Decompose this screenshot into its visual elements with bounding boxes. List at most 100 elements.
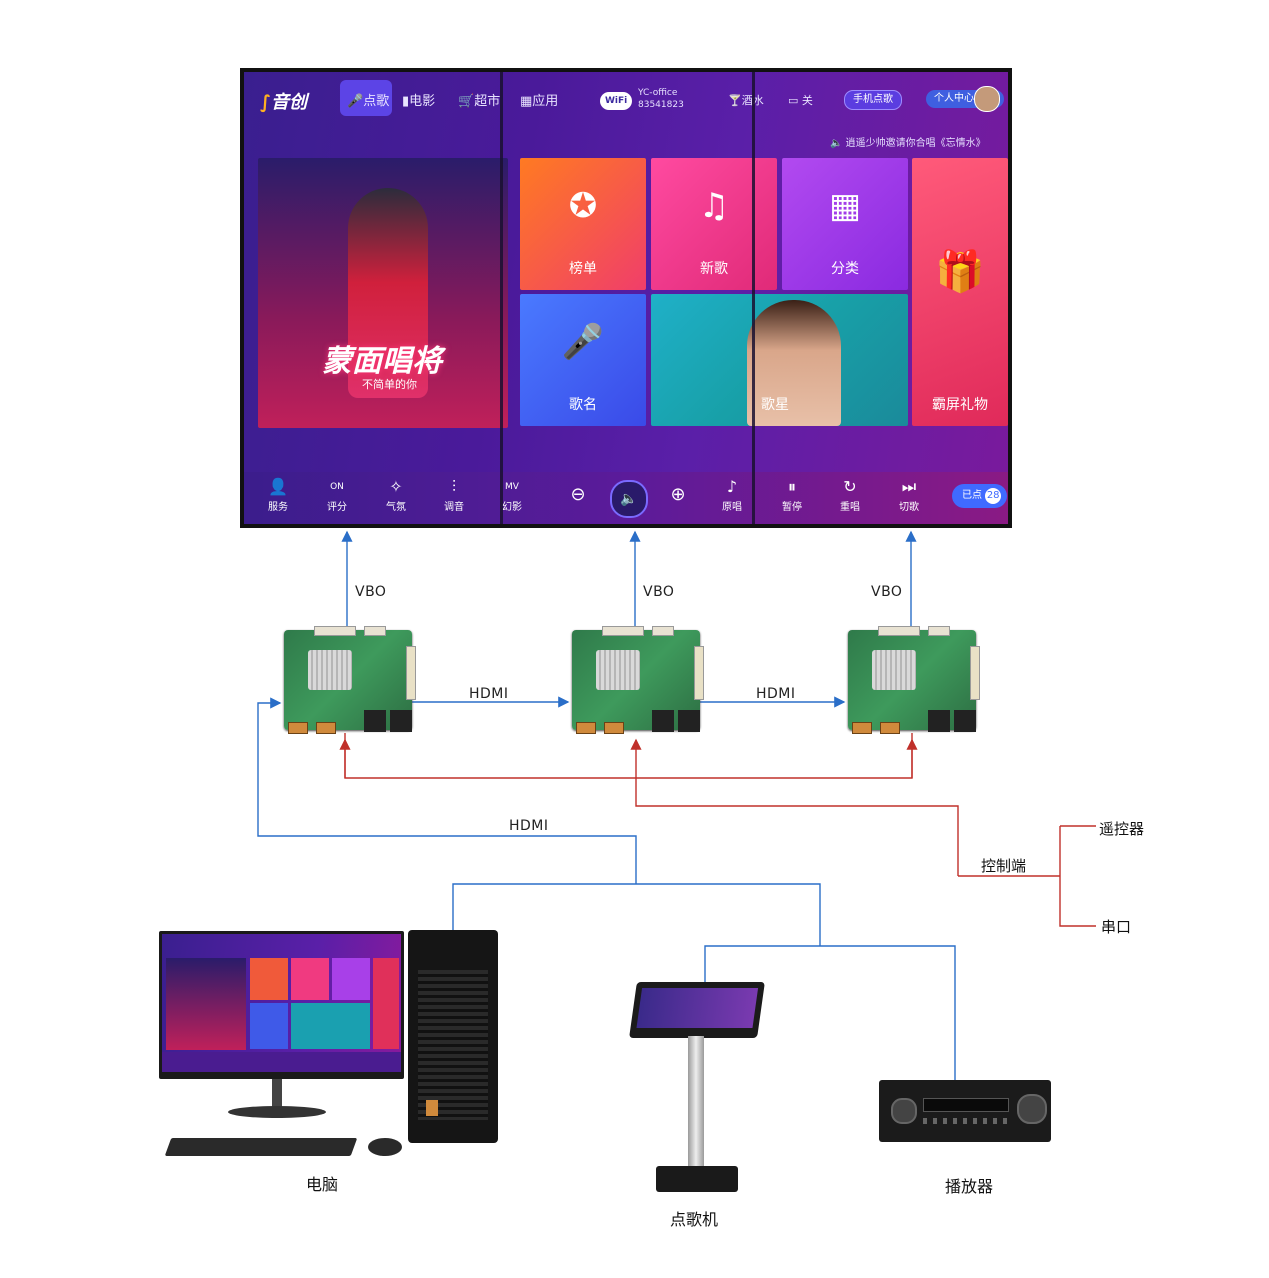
mouse xyxy=(368,1138,402,1156)
tile-gift[interactable]: 🎁 霸屏礼物 xyxy=(912,158,1008,426)
heatsink xyxy=(308,650,352,690)
original-vocal-button[interactable]: ♪原唱 xyxy=(710,476,754,513)
board-connector xyxy=(406,646,416,700)
tile-label: 霸屏礼物 xyxy=(932,397,988,413)
monitor-tile xyxy=(250,1003,288,1049)
board-connector xyxy=(928,626,950,636)
kiosk-base xyxy=(656,1166,738,1192)
singer-portrait xyxy=(747,300,841,426)
off-button[interactable]: ▭ 关 xyxy=(788,94,813,107)
av-receiver xyxy=(879,1080,1051,1142)
karaoke-ui: ∫音创 🎤点歌 ▮电影 🛒超市 ▦应用 WiFi YC-office 83541… xyxy=(244,72,1008,524)
hdmi-port xyxy=(576,722,596,734)
skip-button[interactable]: ⏭切歌 xyxy=(887,476,931,513)
control-line xyxy=(630,738,959,876)
board-connector xyxy=(694,646,704,700)
top-bar: ∫音创 🎤点歌 ▮电影 🛒超市 ▦应用 WiFi YC-office 83541… xyxy=(244,72,1008,149)
mv-icon: MV xyxy=(505,482,519,492)
trophy-icon: ✪ xyxy=(568,186,598,226)
board-connector xyxy=(602,626,644,636)
tile-categories[interactable]: ▦ 分类 xyxy=(782,158,908,290)
banner-subtitle: 不简单的你 xyxy=(362,378,417,391)
replay-button[interactable]: ↻重唱 xyxy=(828,476,872,513)
nav-item-market[interactable]: 🛒超市 xyxy=(458,94,501,109)
gift-icon: 🎁 xyxy=(935,249,985,295)
heatsink xyxy=(872,650,916,690)
monitor-tile xyxy=(250,958,288,1000)
plus-icon: ⊕ xyxy=(670,484,686,505)
person-icon: 👤 xyxy=(268,477,288,496)
receiver-buttons xyxy=(923,1118,1007,1124)
heatsink xyxy=(596,650,640,690)
tuning-button[interactable]: ⫶调音 xyxy=(432,476,476,513)
hdmi-source-label: HDMI xyxy=(509,818,549,834)
serial-label: 串口 xyxy=(1101,918,1132,936)
skip-icon: ⏭ xyxy=(901,477,917,496)
video-wall: ∫音创 🎤点歌 ▮电影 🛒超市 ▦应用 WiFi YC-office 83541… xyxy=(240,68,1012,528)
tile-new-songs[interactable]: ♫ 新歌 xyxy=(651,158,777,290)
volume-knob[interactable]: 🔈 xyxy=(610,480,648,518)
kiosk-screen xyxy=(629,982,765,1038)
phone-order-button[interactable]: 手机点歌 xyxy=(844,90,902,110)
hdmi-label: HDMI xyxy=(469,686,509,702)
tile-label: 分类 xyxy=(831,261,859,277)
nav-item-song[interactable]: 🎤点歌 xyxy=(347,94,390,109)
board-connector xyxy=(652,626,674,636)
control-line xyxy=(1059,826,1096,927)
avatar[interactable] xyxy=(974,86,1000,112)
receiver-knob xyxy=(1017,1094,1047,1124)
wifi-ssid: YC-office xyxy=(638,88,678,98)
tower-vent xyxy=(418,970,488,1120)
monitor-tile xyxy=(332,958,370,1000)
monitor-tile xyxy=(291,958,329,1000)
microphone-icon: 🎤 xyxy=(561,322,605,362)
board-connector xyxy=(878,626,920,636)
tile-singers[interactable]: 歌星 xyxy=(651,294,908,426)
controller-board-1 xyxy=(284,626,416,734)
hdmi-port xyxy=(288,722,308,734)
note-icon: ♪ xyxy=(726,477,738,496)
mood-button[interactable]: ✧气氛 xyxy=(374,476,418,513)
kiosk-label: 点歌机 xyxy=(670,1210,719,1229)
pause-icon: ⏸ xyxy=(787,477,796,496)
sliders-icon: ⫶ xyxy=(451,477,456,496)
disc-music-icon: ♫ xyxy=(698,186,730,226)
monitor-neck xyxy=(272,1079,282,1109)
board-jack xyxy=(928,710,950,732)
tower-port xyxy=(426,1100,438,1116)
pause-button[interactable]: ⏸暂停 xyxy=(770,476,814,513)
nav-item-apps[interactable]: ▦应用 xyxy=(520,94,559,109)
monitor-tile xyxy=(291,1003,370,1049)
receiver-display xyxy=(923,1098,1009,1112)
board-jack xyxy=(390,710,412,732)
player-label: 播放器 xyxy=(945,1177,994,1196)
volume-up-button[interactable]: ⊕ xyxy=(656,484,700,505)
nav-item-movie[interactable]: ▮电影 xyxy=(402,94,436,109)
hdmi-label: HDMI xyxy=(756,686,796,702)
monitor-banner xyxy=(166,958,246,1050)
tile-charts[interactable]: ✪ 榜单 xyxy=(520,158,646,290)
nav-active-highlight xyxy=(340,80,392,116)
monitor-tile xyxy=(373,958,399,1049)
on-icon: ON xyxy=(330,482,344,492)
receiver-knob xyxy=(891,1098,917,1124)
speaker-icon: 🔈 xyxy=(620,491,638,507)
keyboard xyxy=(164,1138,358,1156)
queued-button[interactable]: 已点 28 xyxy=(952,484,1008,508)
tile-label: 歌名 xyxy=(569,397,597,413)
banner[interactable]: 蒙面唱将 不简单的你 xyxy=(258,158,508,428)
board-jack xyxy=(678,710,700,732)
board-jack xyxy=(954,710,976,732)
tile-song-name[interactable]: 🎤 歌名 xyxy=(520,294,646,426)
service-button[interactable]: 👤服务 xyxy=(256,476,300,513)
board-connector xyxy=(970,646,980,700)
board-jack xyxy=(364,710,386,732)
board-connector xyxy=(364,626,386,636)
board-connector xyxy=(314,626,356,636)
vbo-label: VBO xyxy=(643,584,675,600)
monitor-controls xyxy=(162,1052,401,1072)
volume-down-button[interactable]: ⊖ xyxy=(556,484,600,505)
